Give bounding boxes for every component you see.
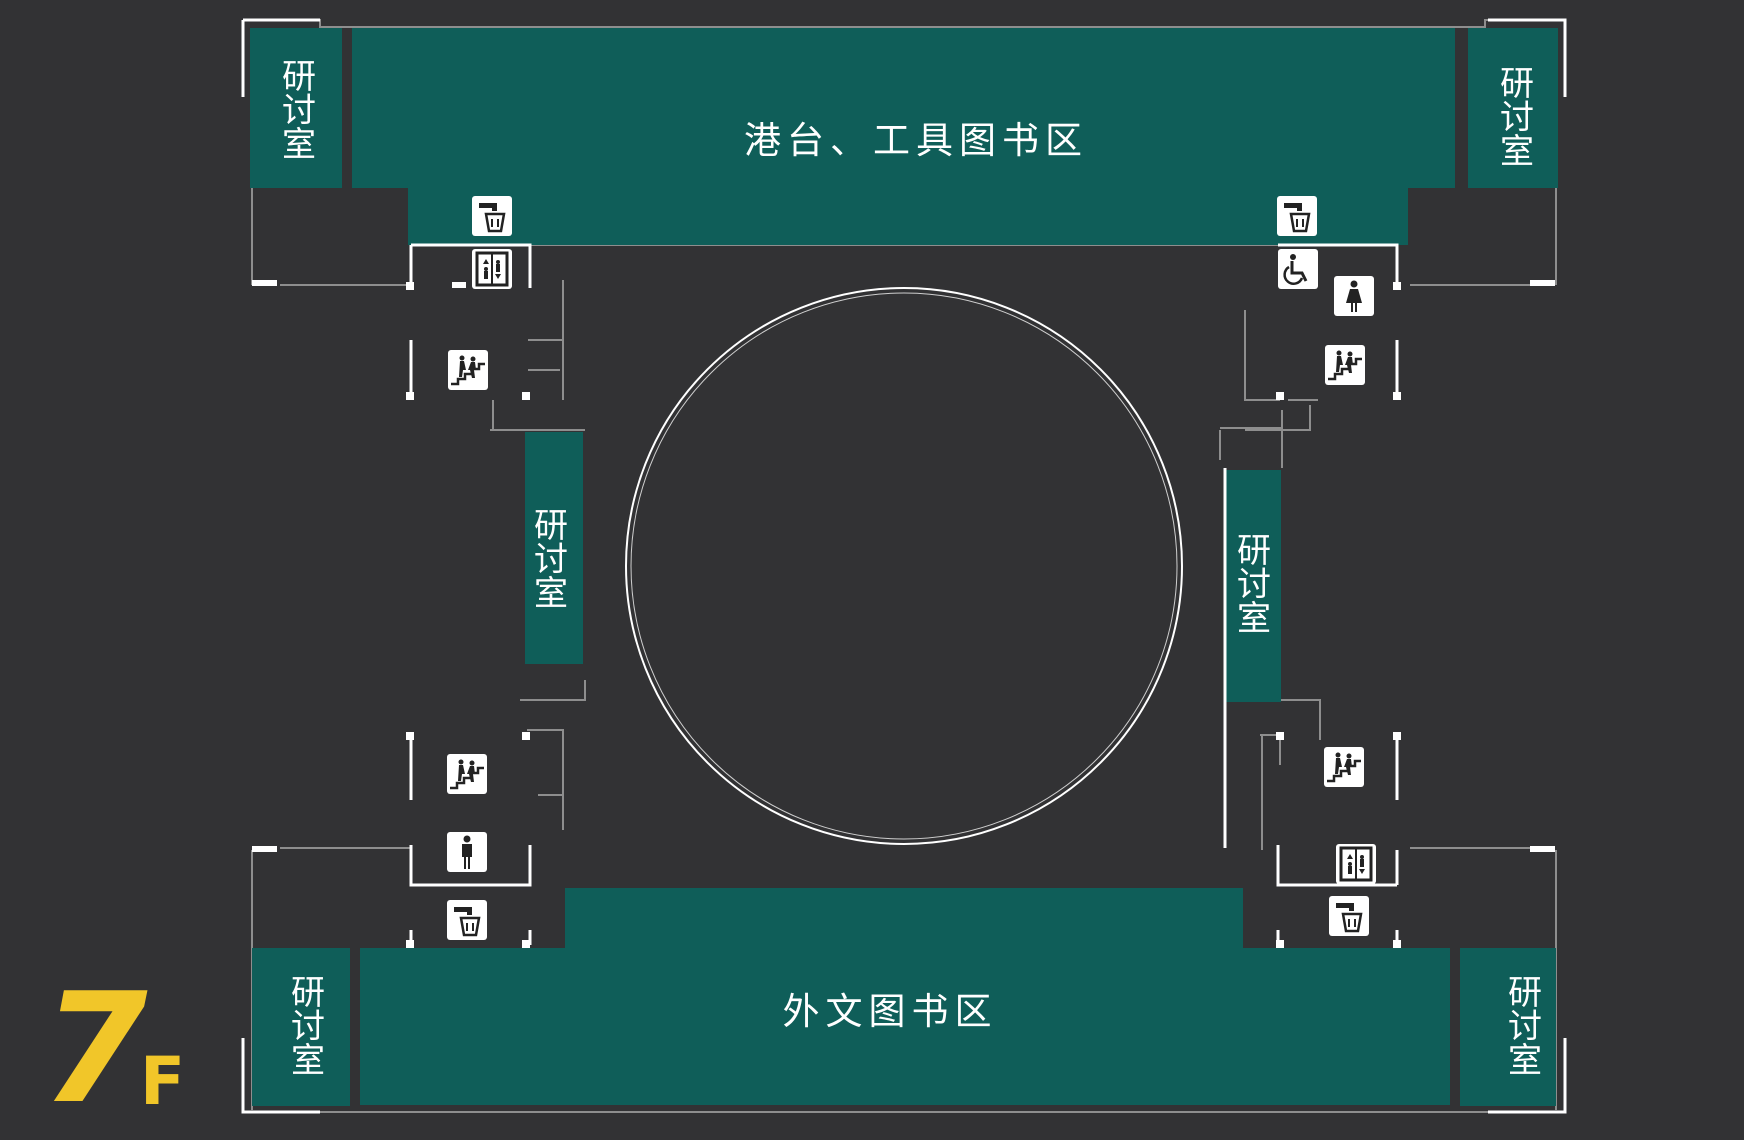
accessible-toilet-icon[interactable] bbox=[1276, 247, 1320, 291]
room-char: 室 bbox=[1500, 132, 1534, 172]
room-char: 讨 bbox=[1508, 1007, 1542, 1047]
room-mid-left[interactable] bbox=[525, 432, 583, 664]
floor-indicator: 7 F bbox=[42, 960, 222, 1137]
stairs-icon[interactable] bbox=[446, 348, 490, 392]
floor-number: 7 bbox=[42, 960, 148, 1137]
room-char: 研 bbox=[291, 973, 325, 1013]
room-char: 室 bbox=[291, 1041, 325, 1081]
stairs-icon[interactable] bbox=[1322, 745, 1366, 789]
room-label-mid-right: 研 讨 室 bbox=[1237, 531, 1271, 639]
bottom-area-shape[interactable] bbox=[360, 888, 1450, 1105]
floor-letter: F bbox=[140, 1043, 186, 1120]
room-char: 室 bbox=[1508, 1041, 1542, 1081]
reading-areas bbox=[250, 28, 1558, 1106]
room-char: 室 bbox=[282, 125, 316, 165]
room-label-mid-left: 研 讨 室 bbox=[534, 506, 568, 614]
stairs-icon[interactable] bbox=[445, 752, 489, 796]
room-char: 讨 bbox=[1237, 565, 1271, 605]
room-label-top-right: 研 讨 室 bbox=[1500, 64, 1534, 172]
room-bottom-right[interactable] bbox=[1460, 948, 1556, 1106]
room-char: 研 bbox=[1237, 531, 1271, 571]
room-mid-right[interactable] bbox=[1225, 470, 1281, 702]
elevator-icon[interactable] bbox=[1334, 842, 1378, 886]
water-dispenser-icon[interactable] bbox=[445, 898, 489, 942]
female-restroom-icon[interactable] bbox=[1334, 276, 1374, 316]
room-label-bottom-left: 研 讨 室 bbox=[291, 973, 325, 1081]
room-label-top-left: 研 讨 室 bbox=[282, 57, 316, 165]
white-walls bbox=[241, 18, 1567, 1114]
male-restroom-icon[interactable] bbox=[447, 832, 487, 872]
room-char: 研 bbox=[282, 57, 316, 97]
water-dispenser-icon[interactable] bbox=[1327, 894, 1371, 938]
room-char: 研 bbox=[1508, 973, 1542, 1013]
room-bottom-left[interactable] bbox=[252, 948, 350, 1106]
elevator-icon[interactable] bbox=[470, 247, 514, 291]
room-char: 讨 bbox=[1500, 98, 1534, 138]
water-dispenser-icon[interactable] bbox=[470, 194, 514, 238]
room-char: 研 bbox=[1500, 64, 1534, 104]
room-char: 室 bbox=[534, 574, 568, 614]
room-char: 讨 bbox=[282, 91, 316, 131]
atrium bbox=[625, 287, 1183, 845]
room-label-bottom-right: 研 讨 室 bbox=[1508, 973, 1542, 1081]
room-char: 讨 bbox=[291, 1007, 325, 1047]
room-top-right[interactable] bbox=[1468, 28, 1558, 188]
room-char: 室 bbox=[1237, 599, 1271, 639]
stairs-icon[interactable] bbox=[1323, 343, 1367, 387]
room-char: 讨 bbox=[534, 540, 568, 580]
room-char: 研 bbox=[534, 506, 568, 546]
top-area-label: 港台、工具图书区 bbox=[744, 119, 1088, 162]
top-area-shape[interactable] bbox=[352, 28, 1455, 245]
bottom-area-label: 外文图书区 bbox=[783, 990, 998, 1033]
room-top-left[interactable] bbox=[250, 28, 342, 188]
water-dispenser-icon[interactable] bbox=[1275, 194, 1319, 238]
